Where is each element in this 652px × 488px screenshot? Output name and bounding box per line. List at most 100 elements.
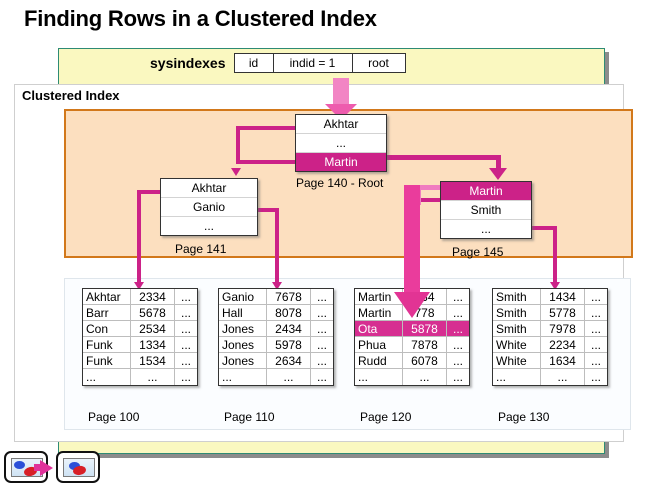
- cell-name: Phua: [355, 337, 403, 353]
- index-key-row[interactable]: ...: [441, 220, 531, 238]
- index-key-row[interactable]: ...: [161, 217, 257, 235]
- cell-value: 2534: [131, 321, 175, 337]
- data-page-100-table[interactable]: Akhtar 2334 ... Barr 5678 ... Con 2534 .…: [82, 288, 198, 386]
- data-page-130-table[interactable]: Smith 1434 ... Smith 5778 ... Smith 7978…: [492, 288, 608, 386]
- cell-more: ...: [175, 321, 197, 337]
- table-row[interactable]: Con 2534 ...: [83, 321, 197, 337]
- sysindexes-label: sysindexes: [150, 55, 226, 71]
- table-row[interactable]: Smith 1434 ...: [493, 289, 607, 305]
- cell-more: ...: [175, 289, 197, 305]
- previous-slide-button[interactable]: [4, 451, 48, 483]
- table-row[interactable]: ... ... ...: [219, 369, 333, 385]
- cell-name: Smith: [493, 305, 541, 321]
- table-row[interactable]: Akhtar 2334 ...: [83, 289, 197, 305]
- cell-value: 1334: [131, 337, 175, 353]
- index-key-row[interactable]: Ganio: [161, 198, 257, 217]
- cell-value: 7978: [541, 321, 585, 337]
- connector-root-martin-v1: [496, 155, 501, 171]
- table-row[interactable]: Phua 7878 ...: [355, 337, 469, 353]
- next-slide-button[interactable]: [56, 451, 100, 483]
- cell-name: ...: [219, 369, 267, 385]
- index-node-page-140-root[interactable]: Akhtar ... Martin: [295, 114, 387, 172]
- cell-value: 5678: [131, 305, 175, 321]
- cell-name: Rudd: [355, 353, 403, 369]
- cell-value: 1434: [541, 289, 585, 305]
- index-key-row-selected[interactable]: Martin: [441, 182, 531, 201]
- cell-name: Jones: [219, 353, 267, 369]
- cell-more: ...: [585, 321, 607, 337]
- connector-root-akhtar-h2: [236, 126, 298, 130]
- cell-value: 5978: [267, 337, 311, 353]
- connector-root-akhtar-v1: [236, 126, 240, 164]
- index-key-row-selected[interactable]: Martin: [296, 153, 386, 171]
- page-caption-110: Page 110: [224, 410, 275, 424]
- table-row[interactable]: ... ... ...: [493, 369, 607, 385]
- cell-more: ...: [447, 369, 469, 385]
- table-row[interactable]: Martin 778 ...: [355, 305, 469, 321]
- table-row[interactable]: ... ... ...: [355, 369, 469, 385]
- connector-145-martin-h2: [416, 198, 446, 202]
- cell-more: ...: [447, 337, 469, 353]
- cell-more: ...: [311, 337, 333, 353]
- cell-more: ...: [447, 289, 469, 305]
- table-row[interactable]: Barr 5678 ...: [83, 305, 197, 321]
- cell-more: ...: [311, 321, 333, 337]
- index-node-page-145[interactable]: Martin Smith ...: [440, 181, 532, 239]
- cell-value: 1534: [131, 353, 175, 369]
- table-row[interactable]: Jones 5978 ...: [219, 337, 333, 353]
- sysindexes-table: id indid = 1 root: [233, 53, 406, 73]
- index-key-row[interactable]: Smith: [441, 201, 531, 220]
- cell-more: ...: [447, 321, 469, 337]
- cell-value: 1634: [541, 353, 585, 369]
- data-page-120-table[interactable]: Martin 234 ... Martin 778 ... Ota 5878 .…: [354, 288, 470, 386]
- cell-more: ...: [447, 353, 469, 369]
- cell-name: Akhtar: [83, 289, 131, 305]
- connector-145-to-leaf-130-arrow: [550, 282, 560, 290]
- sysindexes-to-root-arrow-stem: [333, 78, 349, 108]
- cell-more: ...: [175, 353, 197, 369]
- connector-145-smith-v: [553, 226, 557, 286]
- data-page-110-table[interactable]: Ganio 7678 ... Hall 8078 ... Jones 2434 …: [218, 288, 334, 386]
- index-key-row[interactable]: Akhtar: [161, 179, 257, 198]
- cell-value: 5778: [541, 305, 585, 321]
- table-row-selected[interactable]: Ota 5878 ...: [355, 321, 469, 337]
- connector-141-akhtar-v: [137, 190, 141, 286]
- table-row[interactable]: Smith 7978 ...: [493, 321, 607, 337]
- sysindexes-row: sysindexes id indid = 1 root: [150, 53, 406, 73]
- cell-value: 2434: [267, 321, 311, 337]
- cell-more: ...: [585, 369, 607, 385]
- sysindexes-cell-id: id: [234, 54, 274, 72]
- search-path-arrow-head: [394, 292, 430, 318]
- page-caption-130: Page 130: [498, 410, 550, 424]
- connector-141-ganio-h: [255, 208, 279, 212]
- cell-value: ...: [267, 369, 311, 385]
- table-row[interactable]: Ganio 7678 ...: [219, 289, 333, 305]
- table-row[interactable]: Funk 1534 ...: [83, 353, 197, 369]
- cell-name: ...: [355, 369, 403, 385]
- index-key-row[interactable]: Akhtar: [296, 115, 386, 134]
- cell-value: 7678: [267, 289, 311, 305]
- page-caption-145: Page 145: [452, 245, 504, 259]
- table-row[interactable]: Rudd 6078 ...: [355, 353, 469, 369]
- connector-root-to-141-arrow: [231, 168, 241, 176]
- table-row[interactable]: White 2234 ...: [493, 337, 607, 353]
- cell-name: White: [493, 337, 541, 353]
- table-row[interactable]: Smith 5778 ...: [493, 305, 607, 321]
- nav-arrow-right-icon: [40, 460, 53, 476]
- sysindexes-cell-indid: indid = 1: [273, 54, 353, 72]
- search-path-arrow-stem: [404, 185, 420, 297]
- table-row[interactable]: White 1634 ...: [493, 353, 607, 369]
- cell-name: Ota: [355, 321, 403, 337]
- table-row[interactable]: ... ... ...: [83, 369, 197, 385]
- page-caption-141: Page 141: [175, 242, 227, 256]
- index-key-row[interactable]: ...: [296, 134, 386, 153]
- cell-more: ...: [585, 289, 607, 305]
- table-row[interactable]: Hall 8078 ...: [219, 305, 333, 321]
- index-node-page-141[interactable]: Akhtar Ganio ...: [160, 178, 258, 236]
- cell-name: Jones: [219, 337, 267, 353]
- table-row[interactable]: Jones 2634 ...: [219, 353, 333, 369]
- table-row[interactable]: Funk 1334 ...: [83, 337, 197, 353]
- connector-141-to-leaf-100-arrow: [134, 282, 144, 290]
- table-row[interactable]: Jones 2434 ...: [219, 321, 333, 337]
- cell-more: ...: [311, 353, 333, 369]
